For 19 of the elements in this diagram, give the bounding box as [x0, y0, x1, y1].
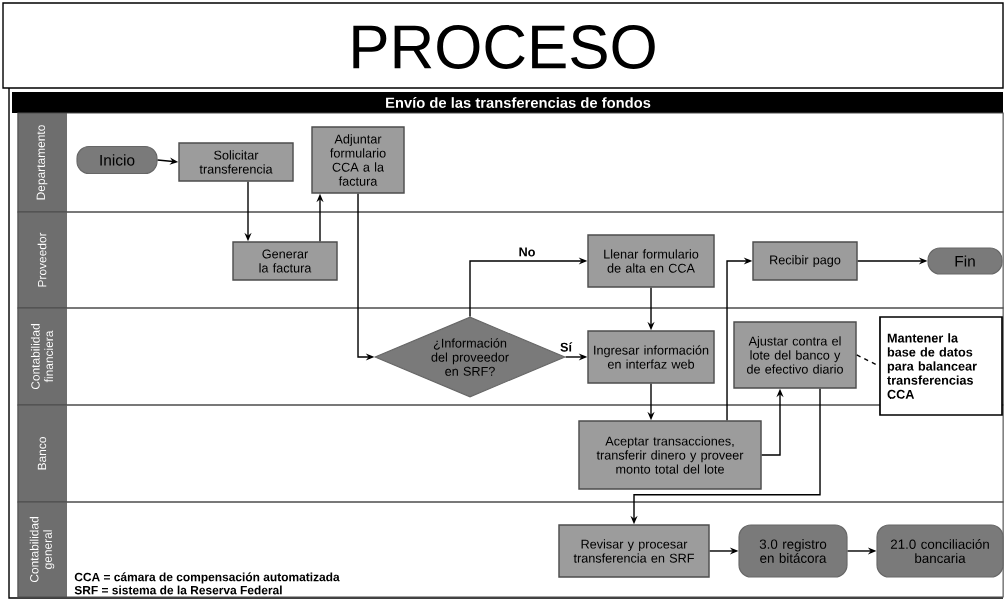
header-bar: Envío de las transferencias de fondos [12, 92, 1003, 113]
process-box: Solicitar transferencia [178, 142, 294, 182]
terminal-box: Inicio [76, 145, 158, 175]
note-box: Mantener la base de datos para balancear transferencias CCA [879, 316, 1003, 416]
process-box: Recibir pago [752, 241, 858, 281]
title-box: PROCESO [2, 2, 1004, 89]
terminal-box: 3.0 registro en bitácora [738, 524, 848, 578]
terminal-box: Fin [927, 247, 1003, 275]
process-box: Aceptar transacciones, transferir dinero y proveer monto total del lote [578, 420, 762, 490]
process-box: Ajustar contra el lote del banco y de efectivo diario [733, 321, 857, 389]
process-box: Ingresar información en interfaz web [587, 330, 715, 384]
process-box: Generar la factura [232, 241, 338, 281]
footnote: SRF = sistema de la Reserva Federal [74, 585, 282, 595]
process-box: Revisar y procesar transferencia en SRF [558, 524, 710, 578]
process-box: Llenar formulario de alta en CCA [587, 234, 715, 288]
footnote: CCA = cámara de compensación automatizada [74, 572, 340, 584]
process-box: Adjuntar formulario CCA a la factura [311, 126, 405, 194]
edge-label: No [517, 246, 537, 258]
terminal-box: 21.0 conciliación bancaria [876, 524, 1004, 578]
